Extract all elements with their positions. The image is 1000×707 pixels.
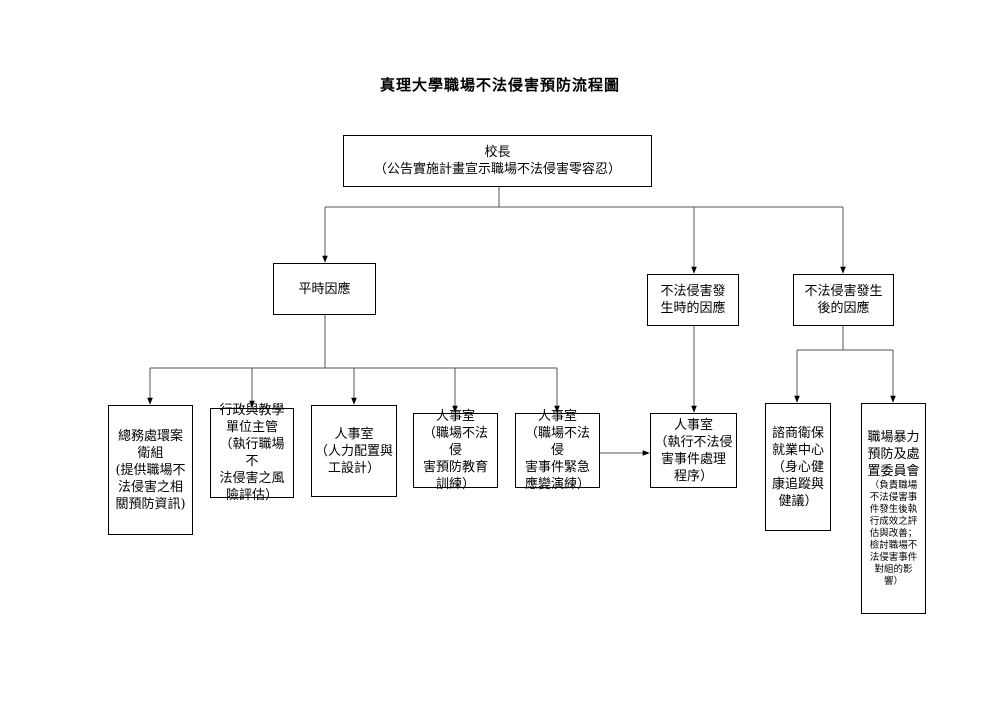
node-hr-handle-name: 人事室 — [673, 417, 713, 433]
node-counseling-name: 諮商衛保 就業中心 — [771, 425, 824, 458]
node-during: 不法侵害發 生時的因應 — [647, 274, 739, 326]
node-admin-units-desc: （執行職場不 法侵害之風 險評估） — [219, 437, 285, 503]
node-admin-units: 行政與教學 單位主管 （執行職場不 法侵害之風 險評估） — [210, 403, 294, 503]
node-committee-name: 職場暴力 預防及處 置委員會 — [867, 430, 920, 479]
node-after: 不法侵害發生 後的因應 — [793, 274, 894, 326]
node-hr-training-name: 人事室 — [435, 409, 475, 424]
node-president-name: 校長 — [484, 145, 511, 160]
node-committee: 職場暴力 預防及處 置委員會 （負責職場 不法侵害事 件發生後執 行成效之評 估… — [861, 403, 926, 614]
node-hr-design-name: 人事室 — [334, 426, 374, 442]
node-counseling-desc: （身心健 康追蹤與 健議） — [771, 459, 824, 509]
node-during-name: 不法侵害發 生時的因應 — [660, 284, 726, 316]
node-committee-desc: （負責職場 不法侵害事 件發生後執 行成效之評 估與改善； 檢討職場不 法侵害事… — [869, 480, 918, 587]
node-hr-training: 人事室 （職場不法侵 害預防教育 訓練） — [413, 409, 498, 492]
node-hr-training-desc: （職場不法侵 害預防教育 訓練） — [422, 426, 488, 492]
node-general-affairs: 總務處環案 衛組 (提供職場不 法侵害之相 關預防資訊) — [108, 405, 193, 535]
node-routine-name: 平時因應 — [298, 281, 351, 297]
node-general-affairs-name: 總務處環案 衛組 — [117, 428, 183, 461]
diagram-title: 真理大學職場不法侵害預防流程圖 — [379, 76, 620, 94]
node-hr-design: 人事室 （人力配置與 工設計） — [311, 405, 397, 497]
node-hr-handle-desc: （執行不法侵 害事件處理 程序） — [654, 434, 733, 484]
node-hr-design-desc: （人力配置與 工設計） — [315, 443, 394, 476]
node-hr-drill-desc: （職場不法侵 害事件緊急 應變演練） — [524, 426, 590, 492]
node-hr-drill-name: 人事室 — [537, 409, 577, 424]
node-hr-handle: 人事室 （執行不法侵 害事件處理 程序） — [650, 413, 737, 488]
node-general-affairs-desc: (提供職場不 法侵害之相 關預防資訊) — [115, 462, 186, 512]
node-president-desc: （公告實施計畫宣示職場不法侵害零容忍） — [373, 162, 621, 177]
node-after-name: 不法侵害發生 後的因應 — [804, 284, 883, 316]
node-president: 校長 （公告實施計畫宣示職場不法侵害零容忍） — [343, 135, 652, 187]
node-counseling: 諮商衛保 就業中心 （身心健 康追蹤與 健議） — [765, 403, 831, 531]
node-admin-units-name: 行政與教學 單位主管 — [219, 403, 285, 435]
node-routine: 平時因應 — [273, 263, 376, 315]
node-hr-drill: 人事室 （職場不法侵 害事件緊急 應變演練） — [515, 409, 600, 492]
